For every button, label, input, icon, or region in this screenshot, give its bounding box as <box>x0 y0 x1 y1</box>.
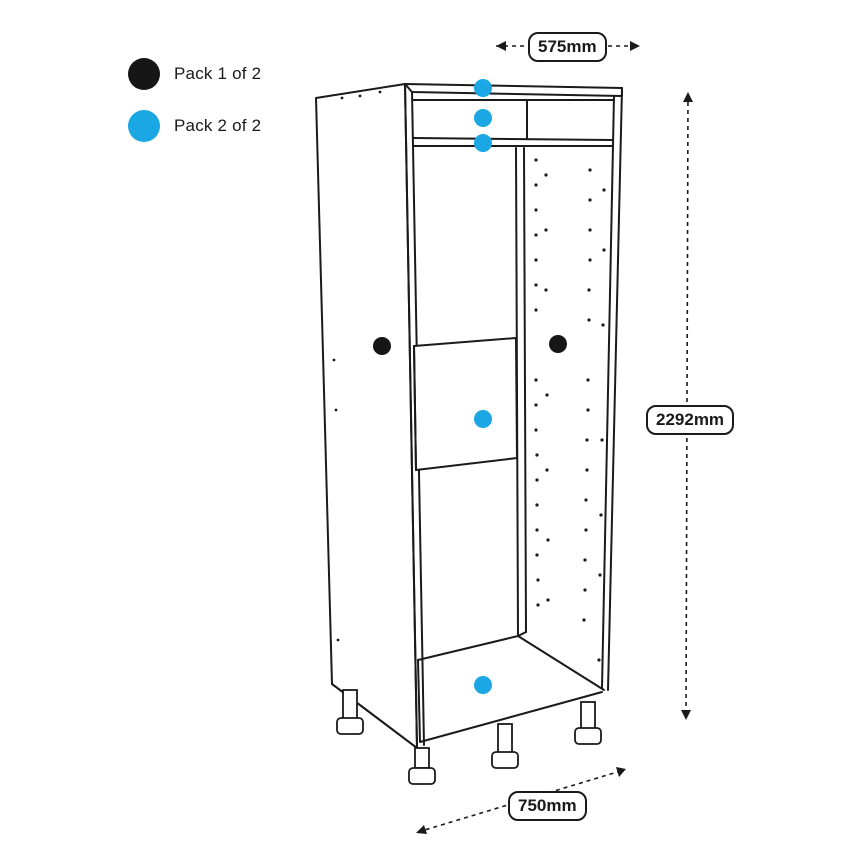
legend-label-pack-2: Pack 2 of 2 <box>174 116 262 135</box>
adjustable-legs <box>336 689 602 785</box>
leg-back-right <box>574 701 602 745</box>
depth-dimension-label: 575mm <box>528 32 607 62</box>
leg-front-center <box>491 723 519 769</box>
left-side-panel <box>315 83 418 749</box>
pack-2-marker-top-3 <box>474 134 492 152</box>
pack-1-marker-left-panel <box>373 337 391 355</box>
legend-item-pack-2: Pack 2 of 2 <box>128 110 261 142</box>
leg-back-left <box>336 689 364 735</box>
width-dimension-label: 750mm <box>508 791 587 821</box>
legend-label-pack-1: Pack 1 of 2 <box>174 64 262 83</box>
pack-1-marker-right-panel <box>549 335 567 353</box>
dimension-arrowheads <box>416 41 693 834</box>
height-dimension-label: 2292mm <box>646 405 735 435</box>
legend-dot-pack-2 <box>128 110 160 142</box>
middle-shelf <box>413 337 518 471</box>
legend-item-pack-1: Pack 1 of 2 <box>128 58 261 90</box>
legend-dot-pack-1 <box>128 58 160 90</box>
leg-front-left <box>408 747 436 785</box>
shelf-pin-holes <box>332 90 606 662</box>
top-panel <box>404 83 623 97</box>
pack-2-marker-top-2 <box>474 109 492 127</box>
pack-2-marker-top-1 <box>474 79 492 97</box>
pack-2-marker-shelf <box>474 410 492 428</box>
pack-2-marker-bottom <box>474 676 492 694</box>
